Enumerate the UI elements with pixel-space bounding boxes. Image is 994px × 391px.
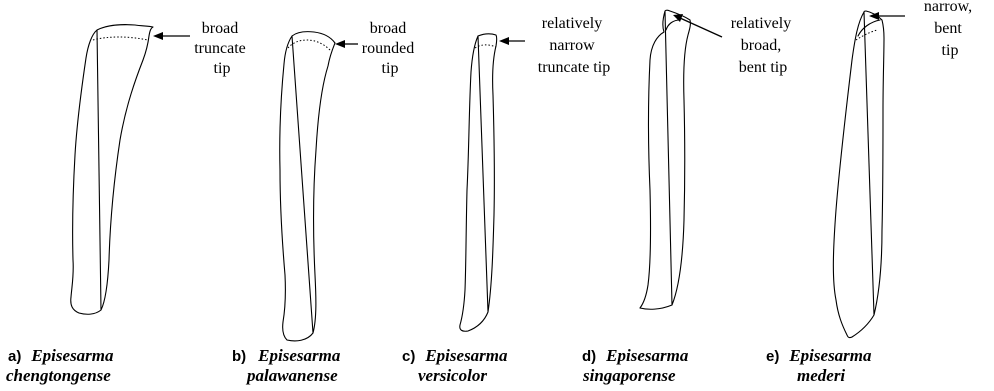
panel-c: relatively narrow truncate tip c) Epises… [402, 15, 610, 385]
annotation-a-line-3: tip [214, 60, 231, 77]
caption-e-species: mederi [797, 366, 845, 385]
annotation-e-line-2: bent [934, 20, 962, 37]
annotation-b-line-2: rounded [362, 40, 414, 57]
annotation-d-line-1: relatively [731, 15, 791, 32]
caption-a-genus: Episesarma [30, 346, 114, 365]
caption-a: a) Episesarma chengtongense [6, 346, 114, 385]
caption-c-line-1: c) Episesarma [402, 346, 508, 365]
tip-inner-outline-d [666, 20, 680, 30]
panel-a: broad truncate tip a) Episesarma chengto… [6, 20, 250, 385]
annotation-arrowhead-b [335, 40, 345, 48]
annotation-a-line-2: truncate [194, 40, 246, 57]
caption-d-line-1: d) Episesarma [582, 346, 689, 365]
annotation-c-line-2: narrow [549, 37, 595, 54]
annotation-c-line-1: relatively [542, 15, 602, 32]
caption-c-genus: Episesarma [424, 346, 508, 365]
caption-e-genus: Episesarma [788, 346, 872, 365]
annotation-text-a: broad truncate tip [194, 20, 250, 77]
panel-d: relatively broad, bent tip d) Episesarma… [582, 10, 795, 385]
caption-d-species: singaporense [582, 366, 676, 385]
annotation-e-line-3: tip [942, 42, 959, 59]
tip-dotted-line-e [856, 30, 877, 40]
caption-d: d) Episesarma singaporense [582, 346, 689, 385]
annotation-text-c: relatively narrow truncate tip [538, 15, 610, 76]
panel-b: broad rounded tip b) Episesarma palawane… [232, 20, 418, 385]
caption-c-species: versicolor [418, 366, 487, 385]
tip-inner-outline-e [858, 20, 880, 36]
annotation-text-d: relatively broad, bent tip [731, 15, 795, 76]
caption-b-line-1: b) Episesarma [232, 346, 341, 365]
caption-b-species: palawanense [245, 366, 338, 385]
caption-e-letter: e) [766, 348, 779, 365]
gonopod-outline-e [833, 11, 884, 338]
caption-b-letter: b) [232, 348, 246, 365]
annotation-e-line-1: narrow, [924, 0, 972, 15]
annotation-arrowhead-a [153, 32, 163, 40]
caption-a-line-1: a) Episesarma [8, 346, 114, 365]
annotation-arrow-d [680, 18, 722, 37]
annotation-c-line-3: truncate tip [538, 59, 610, 76]
annotation-a-line-1: broad [202, 20, 238, 37]
caption-e: e) Episesarma mederi [766, 346, 872, 385]
annotation-text-e: narrow, bent tip [924, 0, 976, 59]
caption-b: b) Episesarma palawanense [232, 346, 341, 385]
caption-c: c) Episesarma versicolor [402, 346, 508, 385]
gonopod-outline-d [640, 10, 690, 309]
caption-e-line-1: e) Episesarma [766, 346, 872, 365]
caption-d-letter: d) [582, 348, 596, 365]
gonopod-outline-c [460, 34, 497, 331]
annotation-d-line-2: broad, [741, 37, 781, 54]
annotation-arrowhead-e [869, 12, 879, 20]
panel-e: narrow, bent tip e) Episesarma mederi [766, 0, 976, 385]
caption-a-letter: a) [8, 348, 21, 365]
caption-a-species: chengtongense [6, 366, 111, 385]
annotation-b-line-1: broad [370, 20, 406, 37]
annotation-arrowhead-c [499, 37, 509, 45]
caption-d-genus: Episesarma [605, 346, 689, 365]
annotation-b-line-3: tip [382, 60, 399, 77]
annotation-d-line-3: bent tip [739, 59, 787, 76]
annotation-text-b: broad rounded tip [362, 20, 418, 77]
gonopod-outline-a [71, 25, 153, 315]
caption-b-genus: Episesarma [257, 346, 341, 365]
tip-dotted-line-a [93, 37, 148, 40]
caption-c-letter: c) [402, 348, 415, 365]
tip-dotted-line-b [288, 40, 330, 50]
gonopod-outline-b [280, 32, 335, 341]
